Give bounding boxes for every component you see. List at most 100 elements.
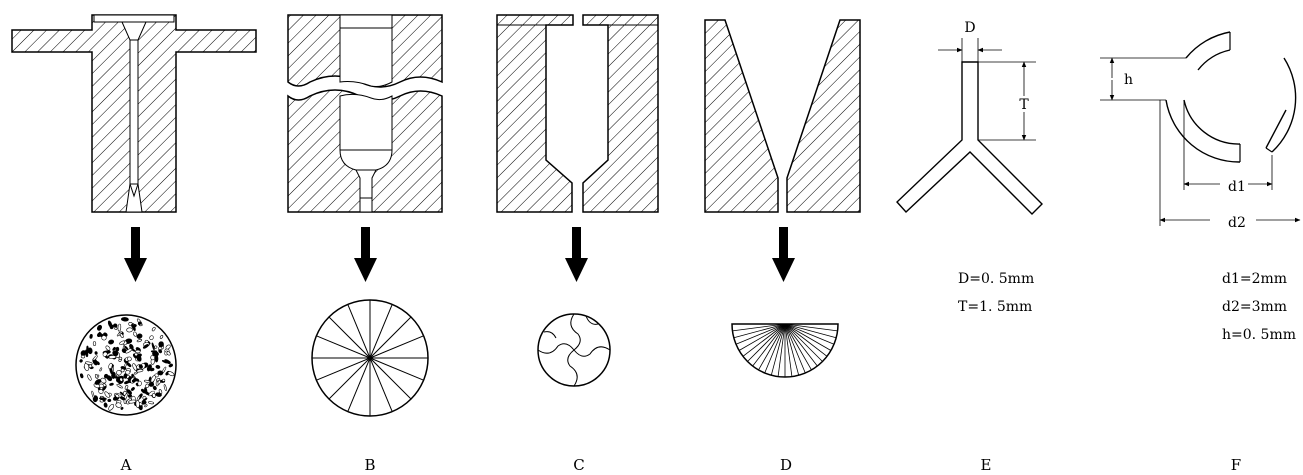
speckle (108, 362, 113, 370)
speckle (133, 331, 138, 337)
speckle (119, 333, 124, 338)
speckle (145, 383, 150, 388)
speckle (127, 394, 132, 398)
speckle (113, 376, 121, 379)
fiber-c-cross-section (537, 313, 611, 387)
speckle (162, 378, 166, 382)
fan-line (784, 323, 800, 376)
spec-d2-value: d2=3mm (1222, 299, 1287, 315)
fan-line (784, 323, 806, 374)
panel-label-f: F (1231, 456, 1241, 474)
speckle (149, 335, 154, 341)
speckle (112, 350, 119, 357)
c-shaped-orifice (1100, 31, 1297, 163)
speckle (112, 346, 116, 351)
speckle (124, 384, 129, 390)
dim-label-d: D (964, 20, 975, 36)
speckle (80, 350, 87, 356)
fan-line (784, 323, 837, 339)
speckle (150, 350, 158, 353)
speckle (121, 317, 129, 322)
speckle (120, 406, 124, 410)
speckle (99, 383, 104, 388)
down-arrow-b (354, 227, 377, 282)
spec-h-value: h=0. 5mm (1222, 327, 1296, 343)
speckle (132, 363, 138, 371)
panel-d: D (704, 19, 861, 474)
speckle (139, 323, 143, 327)
speckle (107, 398, 112, 403)
speckle (105, 345, 111, 351)
speckle (150, 355, 155, 361)
dimension-d1-f: d1 (1183, 100, 1273, 195)
spinneret-d-cross-section (704, 19, 861, 213)
speckle (148, 401, 155, 405)
speckle (92, 341, 97, 346)
speckle (87, 374, 92, 381)
y-shaped-orifice (896, 61, 1043, 215)
dim-label-d1: d1 (1228, 179, 1246, 195)
fan-line (784, 323, 793, 377)
radial-line (316, 335, 424, 381)
speckle (88, 364, 93, 369)
panel-b: B (287, 14, 443, 474)
speckle (135, 349, 141, 354)
spinneret-c-cross-section (496, 14, 659, 213)
fan-line (784, 323, 838, 332)
speckle (99, 367, 103, 372)
fan-line (758, 323, 786, 371)
speckle (126, 362, 132, 368)
down-arrow-c (565, 227, 588, 282)
speckle (142, 344, 149, 349)
fan-line (784, 323, 832, 351)
panel-e: D T D=0. 5mm T=1. 5mm E (896, 20, 1043, 474)
down-arrow-a (124, 227, 147, 282)
speckle (87, 347, 93, 355)
speckle (115, 394, 120, 398)
speckle (94, 379, 102, 385)
fan-line (784, 323, 812, 371)
speckle (119, 340, 125, 345)
speckle (141, 397, 148, 403)
speckle (158, 349, 163, 354)
speckle (119, 377, 123, 382)
speckle (96, 324, 103, 331)
speckle (137, 380, 142, 387)
speckle (136, 354, 142, 362)
fan-line (747, 323, 786, 362)
speckle (152, 393, 156, 398)
speckle (99, 397, 107, 400)
fan-line (735, 323, 786, 345)
fan-line (742, 323, 786, 357)
speckle (161, 360, 168, 364)
speckle (155, 392, 162, 397)
speckle (168, 363, 173, 368)
speckle (97, 332, 102, 338)
panel-label-e: E (981, 456, 992, 474)
speckle (96, 361, 100, 366)
panel-f: h d1 d2 d1=2mm d2=3mm h=0. 5mm F (1100, 31, 1301, 474)
fan-line (784, 323, 828, 357)
speckle (166, 351, 171, 356)
fan-line (770, 323, 786, 376)
speckle (108, 355, 117, 359)
speckle (114, 326, 118, 330)
speckle (123, 390, 127, 396)
dimension-t-e: T (978, 61, 1036, 141)
fan-line (738, 323, 786, 351)
speckle (151, 342, 155, 351)
speckle (126, 389, 132, 395)
speckle (125, 348, 133, 354)
speckle (80, 373, 84, 379)
down-arrow-d (772, 227, 795, 282)
speckle (108, 339, 115, 345)
panel-label-a: A (120, 456, 132, 474)
speckle (79, 359, 83, 363)
spec-d-value: D=0. 5mm (958, 271, 1034, 287)
panel-label-d: D (780, 456, 792, 474)
dim-label-d2: d2 (1228, 215, 1246, 231)
speckle (116, 384, 123, 389)
speckle (92, 355, 98, 361)
speckle (102, 351, 108, 357)
dimension-d-e: D (938, 20, 1002, 62)
